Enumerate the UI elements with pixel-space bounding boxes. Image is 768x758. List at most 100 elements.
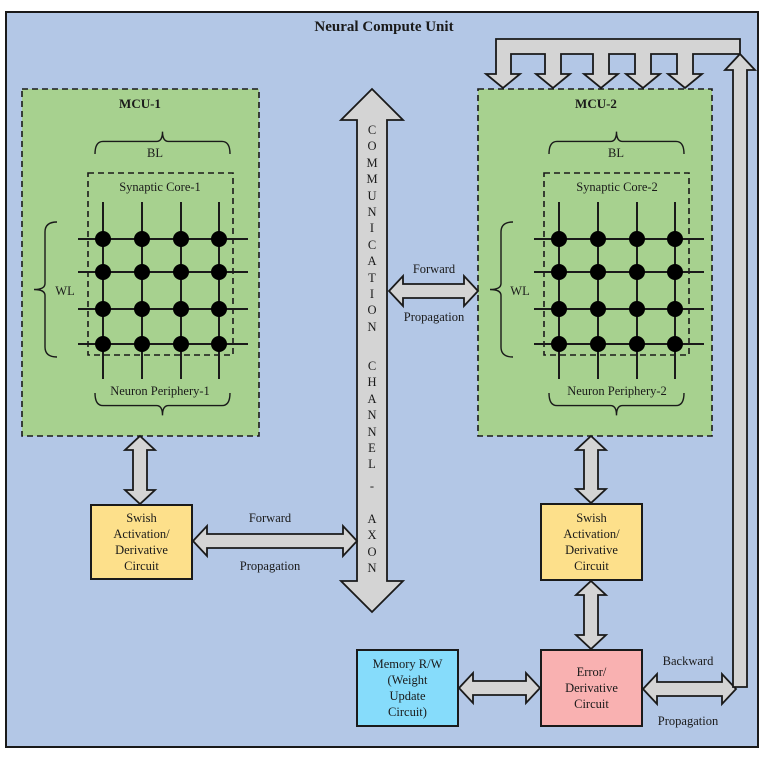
mcu2-synapse-node xyxy=(590,231,606,247)
mcu2-synapse-node xyxy=(667,264,683,280)
channel-letter: N xyxy=(367,408,377,423)
communication-letter: I xyxy=(369,287,375,302)
axon-letter: X xyxy=(367,528,377,543)
mcu1-wl-label: WL xyxy=(55,284,75,298)
communication-letter: O xyxy=(367,139,377,154)
mcu2-synapse-node xyxy=(667,301,683,317)
swish2-line: Swish xyxy=(576,511,607,525)
mcu2-label: MCU-2 xyxy=(575,96,617,111)
error-box-line: Circuit xyxy=(574,697,609,711)
forward-propagation-arrow-swish1 xyxy=(191,523,359,559)
mcu1-synapse-node xyxy=(134,231,150,247)
communication-letter: O xyxy=(367,303,377,318)
weight-update-bus-arrow xyxy=(483,38,741,90)
synaptic-core-2-box xyxy=(543,172,690,356)
channel-text-dash: - xyxy=(369,479,375,493)
mcu2-panel xyxy=(477,88,713,437)
communication-channel-arrow xyxy=(338,87,406,614)
communication-letter: M xyxy=(366,155,378,170)
mcu2-synapse-node xyxy=(667,336,683,352)
mcu1-synapse-node xyxy=(134,336,150,352)
error-box-line: Error/ xyxy=(576,665,607,679)
mcu2-wl-label: WL xyxy=(510,284,530,298)
mcu1-periphery-label: Neuron Periphery-1 xyxy=(110,384,210,398)
mcu1-synapse-node xyxy=(95,301,111,317)
backward-bottom-label: Propagation xyxy=(657,714,719,728)
channel-letter: L xyxy=(368,457,376,472)
mcu2-synapse-node xyxy=(551,231,567,247)
communication-letter: I xyxy=(369,221,375,236)
mcu1-synapse-node xyxy=(211,231,227,247)
memory-box-line: Circuit) xyxy=(388,705,427,719)
mcu1-synapse-node xyxy=(173,301,189,317)
backward-propagation-arrow xyxy=(641,671,738,707)
mcu1-periphery-brace xyxy=(94,392,231,416)
mcu1-core-label: Synaptic Core-1 xyxy=(119,180,201,194)
swish1-line: Derivative xyxy=(115,543,168,557)
mcu2-bl-brace xyxy=(548,131,685,155)
fwd-lower-top-label: Forward xyxy=(248,511,292,525)
mcu2-synapse-node xyxy=(629,336,645,352)
memory-box-line: (Weight xyxy=(387,673,428,687)
mcu1-synapse-node xyxy=(211,264,227,280)
axon-letter: A xyxy=(367,512,377,526)
channel-letter: A xyxy=(367,391,377,406)
communication-letter: N xyxy=(367,205,377,220)
mcu2-synapse-node xyxy=(629,301,645,317)
mcu1-synapse-node xyxy=(134,264,150,280)
fwd-lower-bottom-label: Propagation xyxy=(239,559,301,573)
communication-letter: A xyxy=(367,254,377,269)
fwd-upper-bottom-label: Propagation xyxy=(403,310,465,324)
mcu1-bl-label: BL xyxy=(147,146,163,160)
mcu1-bl-brace xyxy=(94,131,231,155)
swish2-line: Circuit xyxy=(574,559,609,573)
synaptic-core-1-box xyxy=(87,172,234,356)
mcu2-synapse-node xyxy=(629,264,645,280)
mcu2-synapse-node xyxy=(590,264,606,280)
forward-propagation-arrow-mcu2 xyxy=(387,273,480,309)
mcu2-periphery-label: Neuron Periphery-2 xyxy=(567,384,667,398)
diagram-title: Neural Compute Unit xyxy=(314,19,454,35)
mcu1-synapse-node xyxy=(211,301,227,317)
backward-top-label: Backward xyxy=(662,654,714,668)
swish2-line: Derivative xyxy=(565,543,618,557)
communication-letter: C xyxy=(367,237,377,252)
communication-letter: M xyxy=(366,172,378,187)
error-box-line: Derivative xyxy=(565,681,618,695)
mcu2-periphery-brace xyxy=(548,392,685,416)
memory-box-line: Update xyxy=(389,689,426,703)
communication-letter: C xyxy=(367,123,377,137)
mcu2-synapse-node xyxy=(551,301,567,317)
mcu1-synapse-node xyxy=(211,336,227,352)
memory-box-line: Memory R/W xyxy=(372,657,443,671)
mcu1-synapse-node xyxy=(134,301,150,317)
axon-letter: O xyxy=(367,544,377,559)
mcu1-synapse-node xyxy=(95,231,111,247)
mcu2-synapse-node xyxy=(590,336,606,352)
axon-letter: N xyxy=(367,561,377,576)
mcu1-wl-brace xyxy=(33,221,58,358)
mcu1-synapse-node xyxy=(173,336,189,352)
communication-letter: T xyxy=(368,270,376,285)
channel-letter: N xyxy=(367,424,377,439)
mcu1-synapse-node xyxy=(173,264,189,280)
swish1-line: Activation/ xyxy=(113,527,170,541)
mcu1-synapse-node xyxy=(95,336,111,352)
mcu1-synapse-node xyxy=(95,264,111,280)
mcu1-label: MCU-1 xyxy=(119,96,161,111)
mcu2-synapse-node xyxy=(590,301,606,317)
communication-letter: U xyxy=(367,188,377,203)
